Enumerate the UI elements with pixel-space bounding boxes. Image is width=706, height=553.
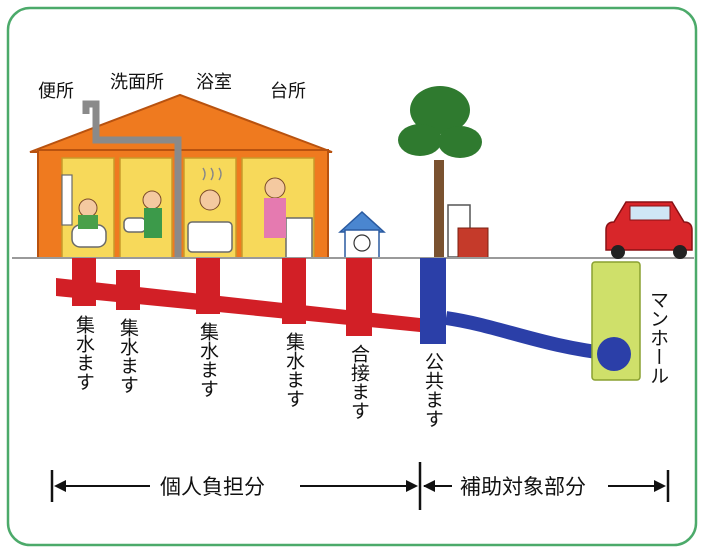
- bathtub-icon: [187, 221, 233, 253]
- room-label-toilet: 便所: [38, 81, 74, 102]
- brick-wall-icon: [457, 227, 489, 259]
- label-collection-basin-4: 集水ます: [283, 332, 305, 408]
- label-junction-basin: 合接ます: [348, 344, 370, 420]
- label-manhole: マンホール: [647, 290, 669, 385]
- tree-foliage-top: [410, 86, 470, 134]
- manhole-pipe-end: [597, 337, 631, 371]
- collection-basin-4: [282, 258, 306, 324]
- room-label-kitchen: 台所: [270, 81, 306, 102]
- tree-trunk: [434, 160, 444, 260]
- person-bath-icon: [199, 189, 221, 211]
- person-toilet-icon: [78, 198, 98, 218]
- room-label-bathroom: 浴室: [196, 72, 232, 93]
- label-personal-share: 個人負担分: [160, 475, 265, 499]
- label-subsidy-share: 補助対象部分: [460, 475, 586, 499]
- car-wheel-left: [611, 245, 625, 259]
- label-public-basin: 公共ます: [422, 352, 444, 428]
- range-subsidy: 補助対象部分: [423, 470, 670, 502]
- label-collection-basin-2: 集水ます: [117, 318, 139, 394]
- steam-icon: [202, 167, 222, 181]
- range-personal: 個人負担分: [50, 462, 422, 510]
- tree-foliage-left: [398, 124, 442, 156]
- car-windshield: [629, 205, 671, 221]
- junction-basin: [346, 258, 372, 336]
- person-washroom-icon: [142, 190, 162, 210]
- arrow-right-icon: [654, 480, 666, 492]
- private-main-pipe: [56, 278, 420, 332]
- room-label-washroom: 洗面所: [110, 72, 164, 93]
- tree-foliage-right: [438, 126, 482, 158]
- dog-icon: [353, 234, 371, 252]
- car-wheel-right: [673, 245, 687, 259]
- toilet-tank-icon: [61, 174, 73, 226]
- label-collection-basin-3: 集水ます: [197, 322, 219, 398]
- arrow-left-icon: [423, 480, 435, 492]
- person-washroom-body: [144, 208, 162, 238]
- collection-basin-3: [196, 258, 220, 314]
- arrow-left-icon: [54, 480, 66, 492]
- label-collection-basin-1: 集水ます: [73, 315, 95, 391]
- house: [29, 93, 333, 259]
- person-kitchen-icon: [264, 177, 286, 199]
- arrow-right-icon: [406, 480, 418, 492]
- person-kitchen-body: [264, 198, 286, 238]
- private-pipes: [56, 258, 420, 336]
- kitchen-sink-icon: [285, 217, 313, 259]
- public-pipes: [420, 258, 613, 361]
- public-main-pipe: [444, 311, 613, 361]
- vent-pipe: [82, 100, 182, 258]
- tree: [398, 86, 489, 260]
- person-toilet-body: [78, 215, 98, 229]
- car: [605, 201, 693, 259]
- collection-basin-1: [72, 258, 96, 306]
- public-basin: [420, 258, 446, 344]
- wash-basin-icon: [123, 217, 147, 233]
- collection-basin-2: [116, 270, 140, 310]
- doghouse: [338, 210, 386, 259]
